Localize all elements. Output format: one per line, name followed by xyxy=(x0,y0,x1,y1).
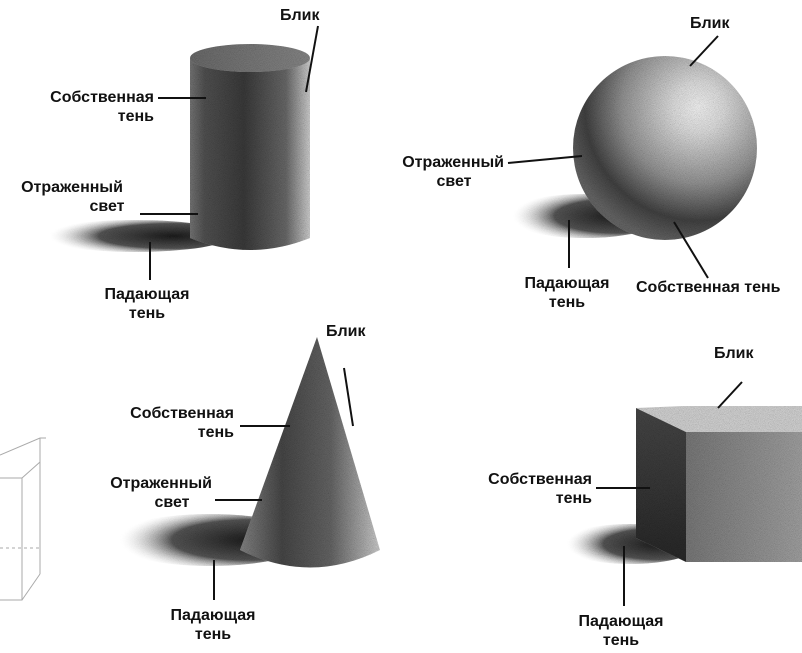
cone-highlight-label: Блик xyxy=(326,322,366,341)
cast-line1: Падающая xyxy=(512,274,622,293)
cone-body xyxy=(240,337,380,568)
cylinder-highlight-label: Блик xyxy=(280,6,320,25)
cast-line1: Падающая xyxy=(92,285,202,304)
own-shadow-line1: Собственная xyxy=(104,404,234,423)
cube-highlight-leader xyxy=(718,382,742,408)
sphere-cast-label: Падающая тень xyxy=(512,274,622,312)
cube-group xyxy=(560,382,802,606)
cube-own-shadow-label: Собственная тень xyxy=(462,470,592,508)
own-shadow-line1: Собственная xyxy=(4,88,154,107)
reflected-line2: свет xyxy=(2,197,142,216)
cylinder-top xyxy=(190,44,310,72)
cone-cast-label: Падающая тень xyxy=(158,606,268,644)
reflected-line1: Отраженный xyxy=(72,474,212,493)
cylinder-body xyxy=(190,58,310,250)
cast-line2: тень xyxy=(92,304,202,323)
sphere-highlight-label: Блик xyxy=(690,14,730,33)
own-shadow-line1: Собственная xyxy=(462,470,592,489)
cast-line1: Падающая xyxy=(158,606,268,625)
sphere-group xyxy=(505,36,757,278)
cone-reflected-label: Отраженный свет xyxy=(72,474,212,512)
cone-own-shadow-label: Собственная тень xyxy=(104,404,234,442)
cone-highlight-leader xyxy=(344,368,353,426)
wireframe-cube-fragment xyxy=(0,438,46,600)
own-shadow-line2: тень xyxy=(4,107,154,126)
cylinder-reflected-label: Отраженный свет xyxy=(2,178,142,216)
reflected-line1: Отраженный xyxy=(2,178,142,197)
cast-line2: тень xyxy=(512,293,622,312)
sphere-own-shadow-label: Собственная тень xyxy=(636,278,781,297)
sphere-reflected-leader xyxy=(508,156,582,163)
cylinder-group xyxy=(40,26,318,280)
reflected-line2: свет xyxy=(72,493,212,512)
own-shadow-line2: тень xyxy=(104,423,234,442)
cone-group xyxy=(110,337,380,600)
own-shadow-line2: тень xyxy=(462,489,592,508)
cube-front-face xyxy=(686,432,802,562)
reflected-line2: свет xyxy=(374,172,504,191)
sphere-body xyxy=(573,56,757,240)
cast-line2: тень xyxy=(158,625,268,644)
cylinder-cast-label: Падающая тень xyxy=(92,285,202,323)
cube-shadow-face xyxy=(636,408,686,562)
cube-highlight-label: Блик xyxy=(714,344,754,363)
cylinder-own-shadow-label: Собственная тень xyxy=(4,88,154,126)
cube-cast-label: Падающая тень xyxy=(566,612,676,650)
cast-line2: тень xyxy=(566,631,676,650)
reflected-line1: Отраженный xyxy=(374,153,504,172)
sphere-reflected-label: Отраженный свет xyxy=(374,153,504,191)
sphere-highlight-leader xyxy=(690,36,718,66)
cast-line1: Падающая xyxy=(566,612,676,631)
